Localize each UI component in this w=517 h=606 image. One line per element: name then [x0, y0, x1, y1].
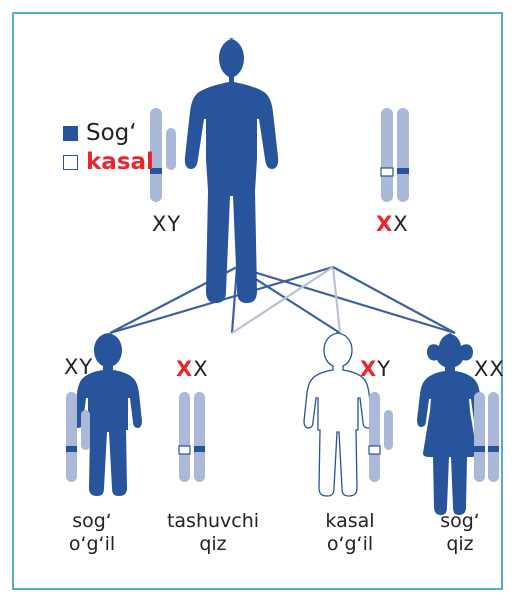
legend-sick-swatch: [63, 155, 78, 170]
child3-label: kasal o‘g‘il: [300, 510, 400, 556]
descent-lines: [110, 267, 455, 333]
line-mother-sick-son: [333, 267, 340, 333]
legend-healthy-label: Sog‘: [86, 120, 137, 146]
legend-healthy: Sog‘: [63, 120, 137, 146]
child1-label: sog‘ o‘g‘il: [52, 510, 132, 556]
child2-genotype: XX: [176, 357, 209, 381]
line-father-carrier: [232, 267, 237, 333]
line-father-daughter: [237, 267, 455, 333]
child2-label: tashuvchi qiz: [158, 510, 268, 556]
mother-genotype-affected-x: X: [376, 212, 393, 236]
line-mother-daughter: [333, 267, 455, 333]
mother-chromosomes: [381, 108, 409, 202]
child1-genotype: XY: [64, 355, 93, 379]
legend-healthy-swatch: [63, 126, 78, 141]
daughter-carrier-chromosomes: [179, 392, 205, 482]
son-sick-chromosomes: [369, 392, 393, 482]
daughter-healthy-chromosomes: [474, 392, 499, 482]
child3-genotype: XY: [360, 357, 391, 381]
mother-genotype: XX: [376, 212, 409, 236]
father-figure: [185, 38, 278, 303]
child4-genotype: XX: [474, 357, 505, 381]
legend-sick: kasal: [63, 149, 154, 175]
father-genotype: XY: [152, 212, 181, 236]
child4-label: sog‘ qiz: [425, 510, 495, 556]
legend-sick-label: kasal: [86, 149, 154, 175]
